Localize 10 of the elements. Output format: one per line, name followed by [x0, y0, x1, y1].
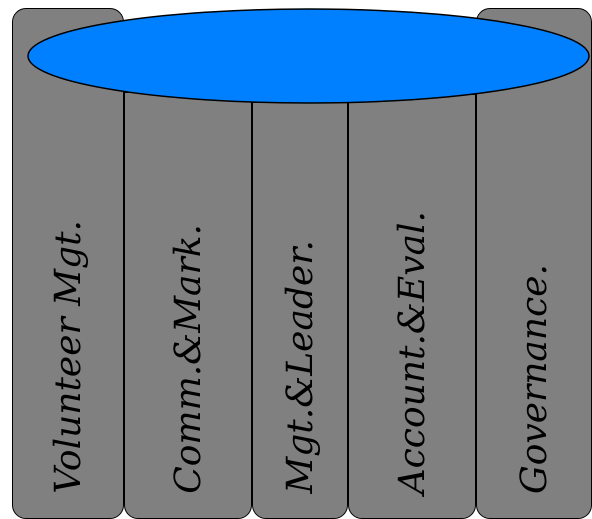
pillar-label: Governance.	[514, 264, 554, 494]
pillar-box	[124, 92, 252, 519]
pillar-box	[252, 102, 348, 519]
pillar-box	[348, 94, 476, 519]
pillar-box	[476, 8, 592, 519]
pillar-label: Volunteer Mgt.	[48, 220, 88, 494]
pillar-label: Comm.&Mark.	[168, 224, 208, 494]
pillar-box	[12, 8, 124, 519]
pillar-label: Account.&Eval.	[392, 210, 432, 494]
pillar-label: Mgt.&Leader.	[280, 240, 320, 494]
